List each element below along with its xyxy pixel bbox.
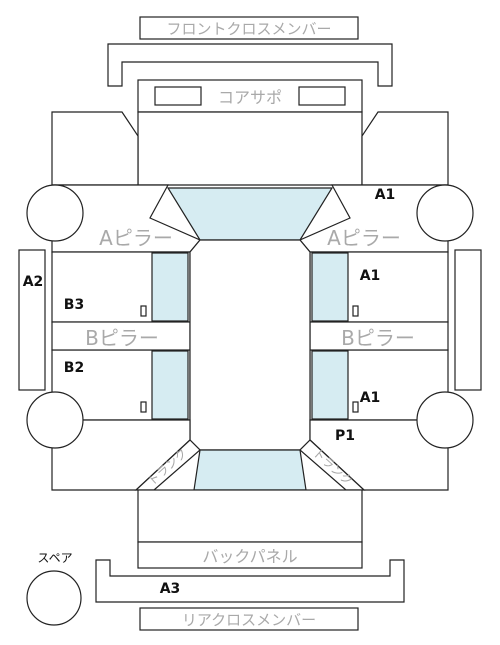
code-a1-right-upper: A1: [360, 268, 381, 284]
right-side-rocker[interactable]: [454, 249, 482, 391]
rear-window[interactable]: [193, 449, 307, 491]
left-front-fender[interactable]: [51, 111, 139, 186]
front-cross-member-label: フロントクロスメンバー: [166, 20, 331, 38]
back-panel[interactable]: [137, 541, 363, 569]
left-front-marker: [140, 401, 147, 413]
code-b2: B2: [64, 360, 84, 376]
back-panel-label: バックパネル: [202, 547, 297, 566]
left-front-window[interactable]: [151, 350, 189, 420]
front-cross-member-frame: [107, 43, 393, 87]
trunk-lid[interactable]: [137, 489, 363, 543]
right-front-marker: [352, 401, 359, 413]
core-support-left-slot: [154, 86, 202, 106]
rear-right-wheel[interactable]: [416, 391, 474, 449]
rear-cross-member-label: リアクロスメンバー: [182, 611, 316, 629]
right-front-window[interactable]: [311, 350, 349, 420]
hood[interactable]: [137, 111, 363, 186]
code-a1-right-lower: A1: [360, 390, 381, 406]
front-left-wheel[interactable]: [26, 184, 84, 242]
left-b-pillar[interactable]: [51, 321, 191, 351]
rear-left-wheel[interactable]: [26, 391, 84, 449]
left-b-pillar-label: Bピラー: [85, 326, 159, 350]
code-a2: A2: [23, 274, 44, 290]
code-b3: B3: [64, 297, 84, 313]
spare-label: スペア: [37, 551, 72, 565]
code-a3: A3: [160, 581, 181, 597]
left-side-rocker-a2[interactable]: [18, 249, 46, 391]
right-rear-window[interactable]: [311, 252, 349, 322]
front-right-wheel[interactable]: [416, 184, 474, 242]
left-a-pillar-label: Aピラー: [99, 226, 173, 250]
left-rear-marker: [140, 305, 147, 317]
code-p1: P1: [335, 428, 355, 444]
code-a1-front-right: A1: [375, 187, 396, 203]
spare-tire[interactable]: [26, 570, 82, 626]
core-support[interactable]: コアサポ: [137, 79, 363, 113]
front-cross-member[interactable]: フロントクロスメンバー: [107, 16, 393, 87]
windshield[interactable]: [166, 187, 334, 241]
rear-cross-member[interactable]: [139, 607, 359, 631]
roof[interactable]: [189, 239, 311, 451]
core-support-right-slot: [298, 86, 346, 106]
left-rear-window[interactable]: [151, 252, 189, 322]
rear-cross-member-frame[interactable]: [95, 559, 405, 603]
core-support-label: コアサポ: [218, 88, 282, 107]
right-a-pillar-label: Aピラー: [327, 226, 401, 250]
right-b-pillar-label: Bピラー: [341, 326, 415, 350]
right-rear-marker: [352, 305, 359, 317]
right-front-fender[interactable]: [361, 111, 449, 186]
